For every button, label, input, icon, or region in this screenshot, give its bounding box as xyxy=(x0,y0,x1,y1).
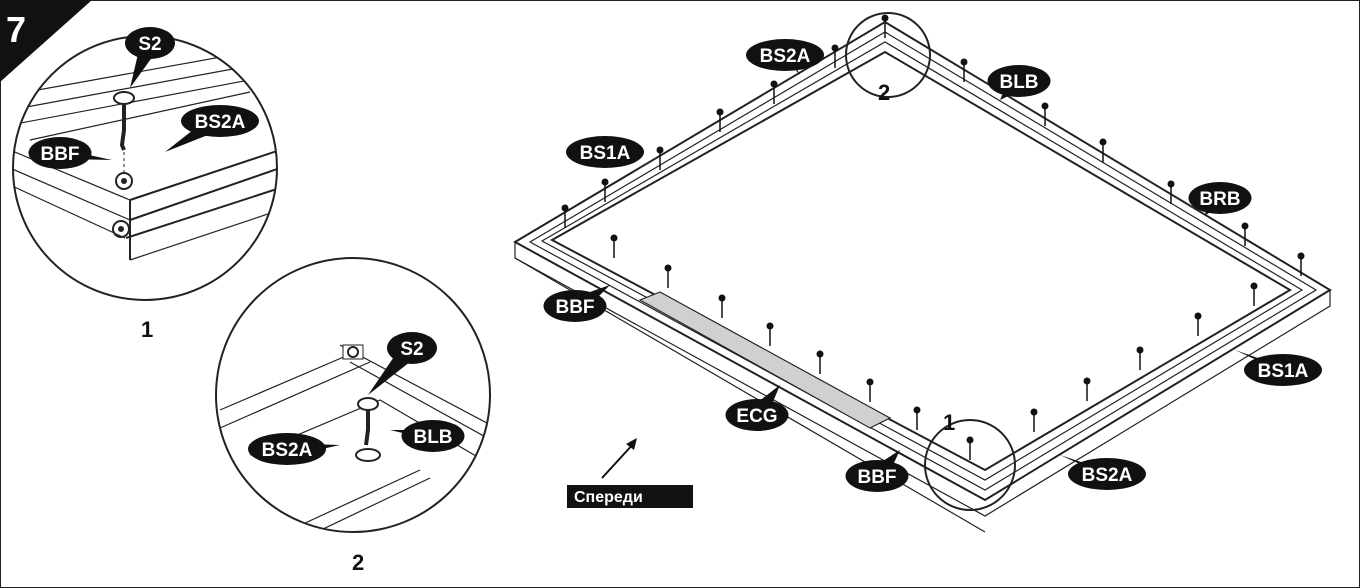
front-label: Спереди xyxy=(567,485,693,508)
screw-icon xyxy=(718,294,726,318)
label-badge-m-bs2a-top: BS2A xyxy=(746,39,824,75)
screw-icon xyxy=(881,14,889,38)
screw-icon xyxy=(1194,312,1202,336)
detail-view-2: 2 xyxy=(215,257,491,575)
label-badge-text: BBF xyxy=(40,144,79,165)
label-badge-m-ecg: ECG xyxy=(725,385,789,431)
screw-icon xyxy=(664,264,672,288)
screw-icon xyxy=(770,80,778,104)
screw-icon xyxy=(960,58,968,82)
screw-icon xyxy=(766,322,774,346)
label-badge-text: BS2A xyxy=(1082,465,1133,486)
label-badge-text: BS1A xyxy=(580,143,631,164)
label-badge-text: BS1A xyxy=(1258,361,1309,382)
label-badge-text: BS2A xyxy=(262,440,313,461)
label-badge-text: BS2A xyxy=(760,46,811,67)
screw-icon xyxy=(716,108,724,132)
screw-icon xyxy=(1167,180,1175,204)
label-badge-text: BRB xyxy=(1199,189,1240,210)
label-badge-text: ECG xyxy=(736,406,777,427)
screw-icon xyxy=(561,204,569,228)
screw-icon xyxy=(1041,102,1049,126)
step-badge: 7 xyxy=(0,0,92,82)
label-badge-text: BS2A xyxy=(195,112,246,133)
front-label-text: Спереди xyxy=(574,489,643,506)
ecg-panel xyxy=(638,291,892,429)
callout-number-1: 1 xyxy=(943,410,955,435)
label-badge-text: S2 xyxy=(138,34,161,55)
screw-icon xyxy=(1250,282,1258,306)
screw-icon xyxy=(601,178,609,202)
label-badge-m-brb: BRB xyxy=(1188,182,1252,215)
label-badge-d2-blb: BLB xyxy=(390,420,465,452)
label-badge-text: BLB xyxy=(413,427,452,448)
label-badge-text: BBF xyxy=(857,467,896,488)
screw-icon xyxy=(656,146,664,170)
label-badge-d1-bbf: BBF xyxy=(28,137,112,169)
screw-icon xyxy=(1297,252,1305,276)
label-badge-d1-s2: S2 xyxy=(125,27,175,88)
screw-icon xyxy=(966,436,974,460)
detail-caption-1: 1 xyxy=(141,317,153,342)
screw-icon xyxy=(1030,408,1038,432)
detail-caption-2: 2 xyxy=(352,550,364,575)
screw-icon xyxy=(816,350,824,374)
main-frame-assembly: 2 1 xyxy=(512,12,1332,533)
screw-icon xyxy=(1083,377,1091,401)
label-badge-m-bs2a-bottom: BS2A xyxy=(1060,455,1146,490)
front-arrow xyxy=(601,441,636,479)
label-badge-d2-s2: S2 xyxy=(368,332,437,395)
screw-icon xyxy=(1136,346,1144,370)
screw-icon xyxy=(1099,138,1107,162)
label-badge-m-blb: BLB xyxy=(987,65,1051,100)
callout-number-2: 2 xyxy=(878,80,890,105)
label-badge-m-bbf-left: BBF xyxy=(543,285,610,322)
label-badge-d2-bs2a: BS2A xyxy=(248,433,340,465)
step-number: 7 xyxy=(6,9,26,50)
screw-icon xyxy=(866,378,874,402)
label-badge-m-bs1a-right: BS1A xyxy=(1235,350,1322,386)
label-badge-m-bbf-bottom: BBF xyxy=(845,450,909,492)
screw-icon xyxy=(913,406,921,430)
screw-icon xyxy=(610,234,618,258)
detail-view-1: 1 xyxy=(12,35,278,342)
label-badge-text: BLB xyxy=(999,72,1038,93)
screw-icon xyxy=(1241,222,1249,246)
label-badge-d1-bs2a: BS2A xyxy=(165,105,259,152)
label-badge-m-bs1a-left: BS1A xyxy=(566,136,644,178)
screw-icon xyxy=(831,44,839,68)
screw-group xyxy=(561,14,1305,460)
label-badge-text: S2 xyxy=(400,339,423,360)
label-badge-text: BBF xyxy=(555,297,594,318)
